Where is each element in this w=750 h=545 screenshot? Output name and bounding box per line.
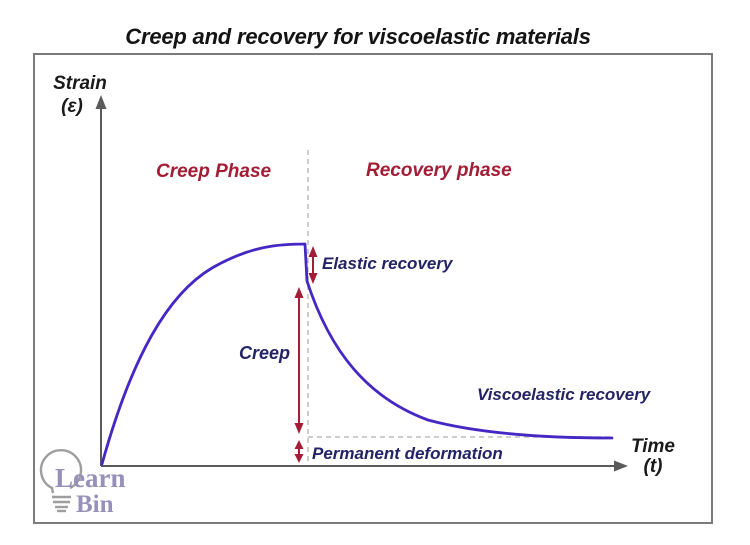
creep-label: Creep <box>238 343 290 363</box>
y-axis-arrowhead-icon <box>95 95 107 109</box>
page-title: Creep and recovery for viscoelastic mate… <box>125 24 591 49</box>
x-axis-title: Time <box>630 436 675 457</box>
strain-curve <box>100 242 614 466</box>
x-axis-arrowhead-icon <box>614 460 628 472</box>
viscoelastic-recovery-label: Viscoelastic recovery <box>477 385 651 404</box>
lightbulb-icon <box>39 449 83 513</box>
elastic-recovery-label: Elastic recovery <box>322 254 453 273</box>
chart-frame <box>33 53 713 524</box>
y-axis-title: Strain <box>53 73 107 94</box>
recovery-phase-label: Recovery phase <box>366 160 512 181</box>
logo-text-bin: Bin <box>76 491 114 518</box>
permanent-deformation-arrow <box>294 440 304 463</box>
y-axis-symbol: (ε) <box>61 96 83 117</box>
creep-arrow <box>294 287 304 434</box>
permanent-deformation-label: Permanent deformation <box>312 444 503 463</box>
x-axis-symbol: (t) <box>643 456 663 477</box>
elastic-recovery-arrow <box>308 246 318 284</box>
creep-phase-label: Creep Phase <box>156 161 272 182</box>
logo-text-learn: Learn <box>55 463 126 493</box>
